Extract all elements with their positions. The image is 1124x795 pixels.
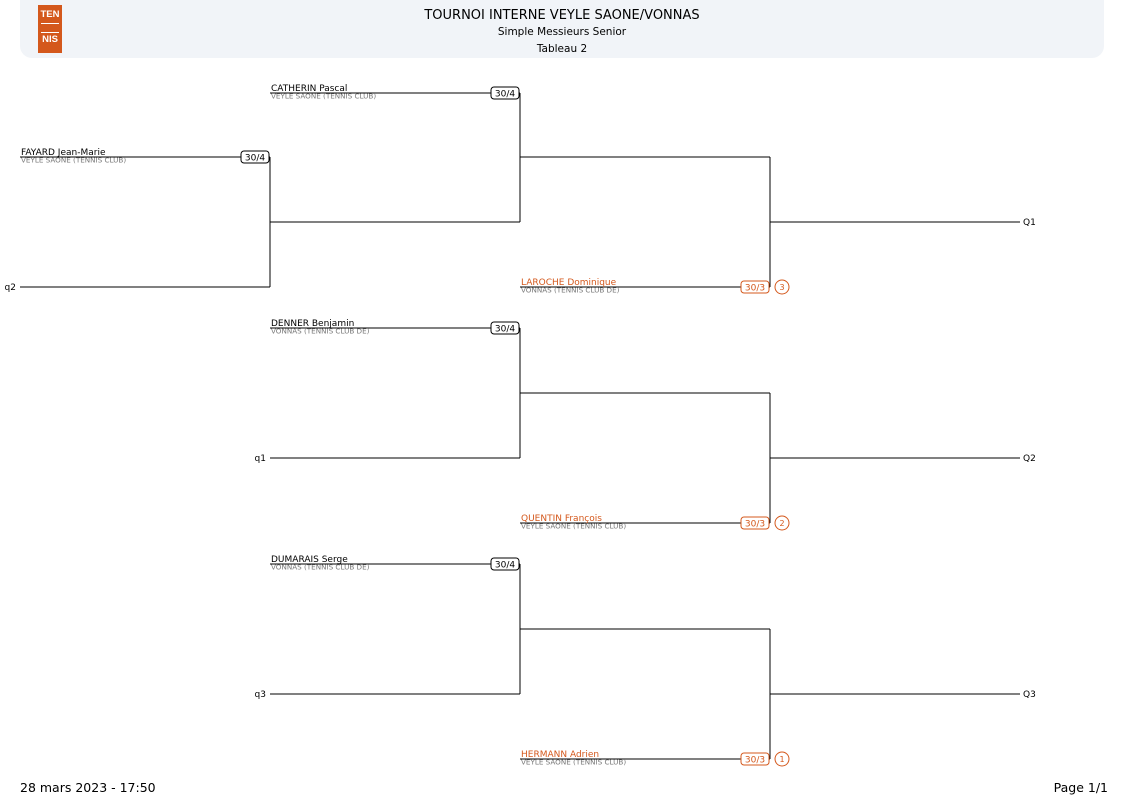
player-club: VEYLE SAONE (TENNIS CLUB) [521,758,626,767]
report-header: TEN NIS TOURNOI INTERNE VEYLE SAONE/VONN… [20,0,1104,58]
ranking-label: 30/3 [745,519,765,529]
ranking-box [740,280,770,294]
qualifier-entry-label: q2 [5,283,16,293]
ranking-box [740,516,770,530]
logo-text-top: TEN [40,9,60,20]
player-club: VEYLE SAONE (TENNIS CLUB) [271,92,376,101]
event-subtitle: Simple Messieurs Senior [497,26,627,38]
player-club: VONNAS (TENNIS CLUB DE) [271,563,370,572]
ranking-box [490,86,520,100]
logo-band [41,23,59,33]
qualifier-entry-label: q3 [255,690,266,700]
qualifier-output-label: Q3 [1023,690,1036,700]
seed-circle [774,751,790,767]
player-name: FAYARD Jean-Marie [21,148,106,158]
player-name: DENNER Benjamin [271,319,354,329]
ranking-box [740,752,770,766]
ranking-label: 30/4 [495,89,515,99]
player-club: VONNAS (TENNIS CLUB DE) [271,327,370,336]
qualifier-output-label: Q1 [1023,218,1036,228]
seed-circle [774,515,790,531]
ranking-label: 30/4 [245,153,265,163]
ranking-label: 30/4 [495,560,515,570]
player-name: HERMANN Adrien [521,750,599,760]
page-number: Page 1/1 [1053,780,1108,795]
ranking-box [490,557,520,571]
ranking-label: 30/4 [495,324,515,334]
seed-number: 2 [779,519,784,528]
player-club: VEYLE SAONE (TENNIS CLUB) [521,522,626,531]
tennis-logo: TEN NIS [38,5,62,53]
table-label: Tableau 2 [536,43,588,55]
player-name: QUENTIN François [521,514,602,524]
ranking-label: 30/3 [745,283,765,293]
player-club: VONNAS (TENNIS CLUB DE) [521,286,620,295]
player-name: CATHERIN Pascal [271,84,347,94]
ranking-label: 30/3 [745,755,765,765]
tournament-title: TOURNOI INTERNE VEYLE SAONE/VONNAS [424,8,700,23]
ranking-box [240,150,270,164]
player-name: LAROCHE Dominique [521,278,617,288]
seed-number: 1 [779,755,784,764]
logo-text-bottom: NIS [42,34,58,45]
qualifier-entry-label: q1 [255,454,266,464]
ranking-box [490,321,520,335]
print-date: 28 mars 2023 - 17:50 [20,780,156,795]
seed-number: 3 [779,283,784,292]
qualifier-output-label: Q2 [1023,454,1036,464]
player-club: VEYLE SAONE (TENNIS CLUB) [21,156,126,165]
player-name: DUMARAIS Serge [271,555,348,565]
seed-circle [774,279,790,295]
